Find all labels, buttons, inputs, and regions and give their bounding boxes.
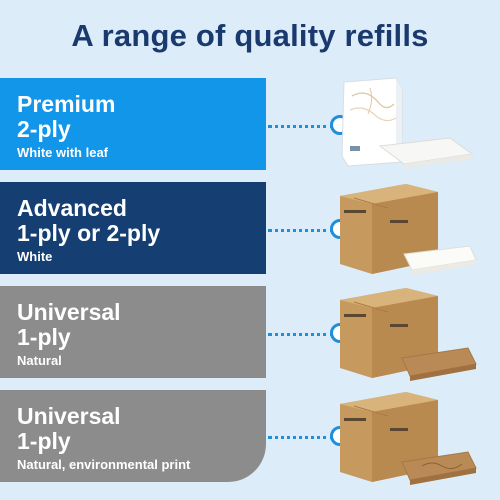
tier-ply: 1-ply or 2-ply [17, 220, 161, 246]
dotted-line [268, 125, 334, 128]
dotted-line [268, 333, 334, 336]
dotted-line [268, 229, 334, 232]
tier-ply: 1-ply [17, 324, 71, 350]
white-napkin-pack-icon [341, 77, 474, 169]
tier-detail: Natural [17, 353, 62, 368]
tier-name: Premium [17, 91, 116, 117]
tier-detail: White with leaf [17, 145, 108, 160]
tier-name: Advanced [17, 195, 127, 221]
page-title: A range of quality refills [71, 18, 429, 53]
dotted-line [268, 436, 334, 439]
brown-box-printed-napkins-icon [340, 392, 477, 485]
brown-box-natural-napkins-icon [340, 288, 477, 381]
tier-universal-natural: Universal 1-ply Natural [0, 286, 266, 378]
tier-ply: 1-ply [17, 428, 71, 454]
tier-name: Universal [17, 299, 121, 325]
tier-advanced: Advanced 1-ply or 2-ply White [0, 182, 266, 274]
tier-detail: Natural, environmental print [17, 457, 191, 472]
tier-universal-environmental: Universal 1-ply Natural, environmental p… [0, 390, 266, 482]
tier-name: Universal [17, 403, 121, 429]
tier-detail: White [17, 249, 53, 264]
brown-box-white-napkins-icon [340, 184, 477, 275]
tier-ply: 2-ply [17, 116, 71, 142]
tier-premium: Premium 2-ply White with leaf [0, 78, 266, 170]
